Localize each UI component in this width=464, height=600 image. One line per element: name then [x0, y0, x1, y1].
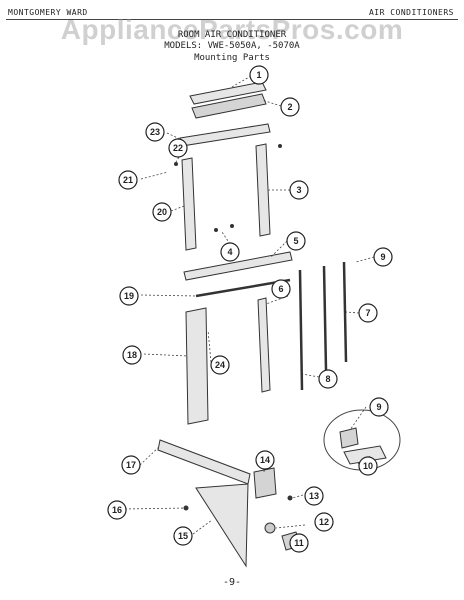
watermark: AppliancePartsPros.com: [60, 14, 404, 45]
callout-18: 18: [122, 345, 142, 365]
callout-15: 15: [173, 526, 193, 546]
svg-text:6: 6: [278, 284, 283, 294]
svg-text:4: 4: [227, 247, 232, 257]
callout-24: 24: [210, 355, 230, 375]
left-lower-panel: [185, 307, 209, 425]
callout-17: 17: [121, 455, 141, 475]
callout-8: 8: [318, 369, 338, 389]
svg-text:13: 13: [309, 491, 319, 501]
page-number: -9-: [222, 577, 242, 588]
callout-7: 7: [358, 303, 378, 323]
svg-text:2: 2: [287, 102, 292, 112]
screw-4a: [214, 228, 218, 232]
right-side-channel: [255, 143, 271, 237]
svg-text:23: 23: [150, 127, 160, 137]
leader-lines: [124, 75, 375, 544]
svg-text:9: 9: [380, 252, 385, 262]
mounting-clip: [339, 427, 359, 449]
hinge-block: [253, 467, 277, 499]
header-rule: [6, 19, 458, 20]
svg-text:11: 11: [294, 538, 304, 548]
left-side-channel: [181, 157, 197, 251]
svg-text:3: 3: [296, 185, 301, 195]
upper-cross-bar: [183, 251, 293, 281]
svg-text:9: 9: [376, 402, 381, 412]
rod-a: [322, 265, 328, 371]
svg-text:12: 12: [319, 517, 329, 527]
svg-text:5: 5: [293, 236, 298, 246]
svg-text:15: 15: [178, 531, 188, 541]
bracket-strip: [179, 123, 271, 147]
screw-4b: [230, 224, 234, 228]
svg-text:17: 17: [126, 460, 136, 470]
callout-20: 20: [152, 202, 172, 222]
callout-16: 16: [107, 500, 127, 520]
callout-5: 5: [286, 231, 306, 251]
callout-4: 4: [220, 242, 240, 262]
callout-9b: 9: [369, 397, 389, 417]
svg-text:7: 7: [365, 308, 370, 318]
screw-13: [287, 495, 293, 501]
triangle-brace: [195, 483, 249, 568]
callout-14: 14: [255, 450, 275, 470]
svg-text:16: 16: [112, 505, 122, 515]
svg-text:14: 14: [260, 455, 270, 465]
washer: [264, 522, 276, 534]
callout-11: 11: [289, 533, 309, 553]
svg-text:22: 22: [173, 143, 183, 153]
svg-text:8: 8: [325, 374, 330, 384]
rod-8: [298, 269, 304, 391]
screw-22: [174, 162, 178, 166]
callout-9a: 9: [373, 247, 393, 267]
page-header: MONTGOMERY WARD AIR CONDITIONERS: [0, 0, 464, 20]
diagram-title: ROOM AIR CONDITIONER: [177, 30, 287, 40]
svg-text:1: 1: [256, 70, 261, 80]
section-subtitle: Mounting Parts: [194, 53, 270, 63]
screw-top: [278, 144, 282, 148]
callout-22: 22: [168, 138, 188, 158]
support-plate: [343, 445, 387, 465]
svg-text:21: 21: [123, 175, 133, 185]
callout-6: 6: [271, 279, 291, 299]
callout-1: 1: [249, 65, 269, 85]
svg-text:18: 18: [127, 350, 137, 360]
callout-3: 3: [289, 180, 309, 200]
callout-13: 13: [304, 486, 324, 506]
top-rail-part: [189, 81, 267, 119]
models-line: MODELS: VWE-5050A, -5070A: [164, 41, 300, 51]
svg-text:20: 20: [157, 207, 167, 217]
svg-text:24: 24: [215, 360, 225, 370]
svg-text:19: 19: [124, 291, 134, 301]
category-label: AIR CONDITIONERS: [368, 8, 454, 17]
callout-2: 2: [280, 97, 300, 117]
rod-7: [342, 261, 348, 363]
callout-10: 10: [358, 456, 378, 476]
callout-12: 12: [314, 512, 334, 532]
svg-text:10: 10: [363, 461, 373, 471]
callout-23: 23: [145, 122, 165, 142]
support-arm: [157, 439, 251, 485]
callout-19: 19: [119, 286, 139, 306]
brand-label: MONTGOMERY WARD: [8, 8, 88, 17]
callout-21: 21: [118, 170, 138, 190]
center-channel: [257, 297, 271, 393]
